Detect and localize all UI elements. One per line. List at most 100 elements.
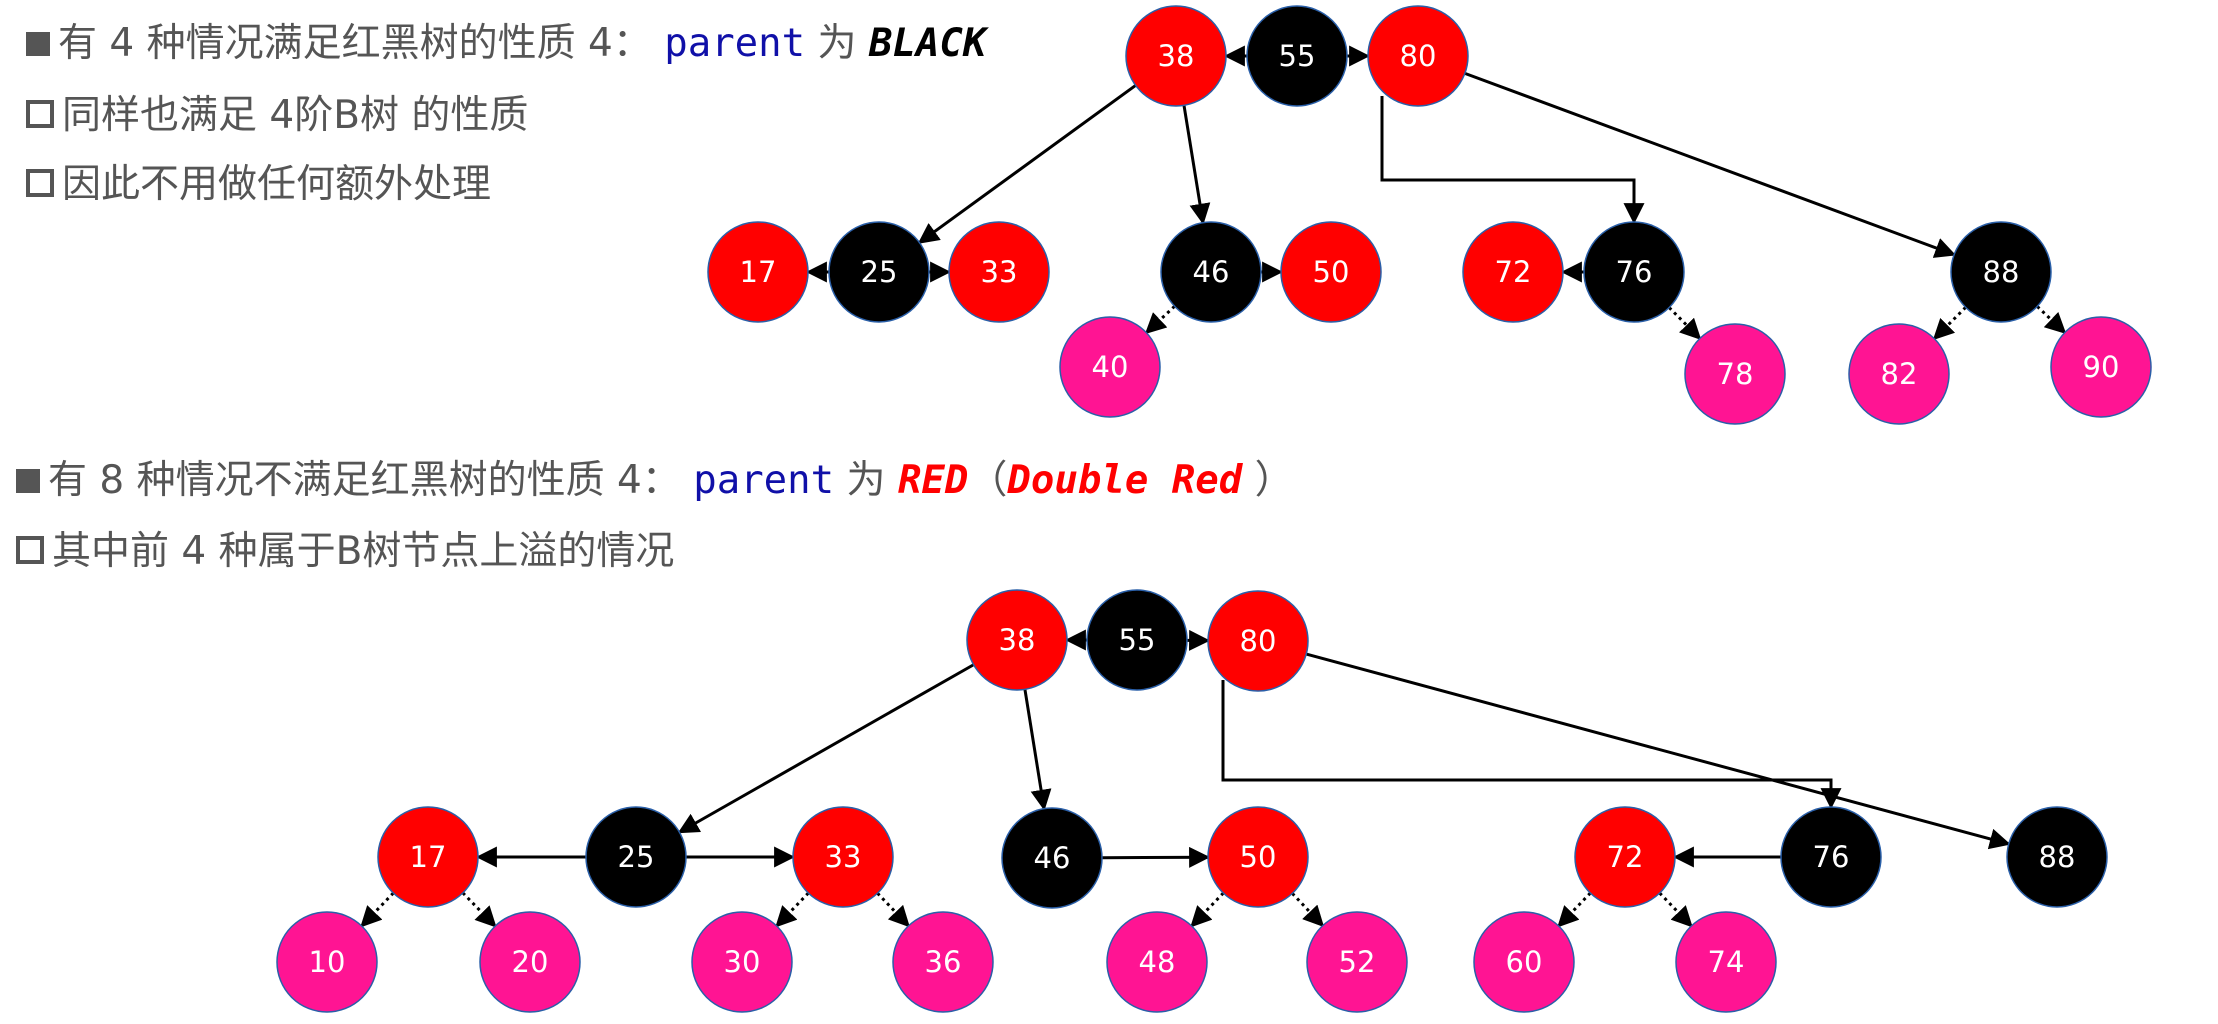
edge-t2-17-to-t2-20 bbox=[461, 891, 497, 928]
node-label-t2-17: 17 bbox=[410, 840, 447, 874]
node-circle-t1-80 bbox=[1367, 5, 1469, 107]
edge-t2-72-to-t2-60 bbox=[1557, 891, 1592, 928]
node-label-t2-88: 88 bbox=[2039, 840, 2076, 874]
edge-t1-38-to-t1-25 bbox=[917, 84, 1137, 244]
node-circle-t2-72 bbox=[1574, 806, 1676, 908]
node-label-t2-20: 20 bbox=[512, 945, 549, 979]
node-t1-80: 80 bbox=[1367, 5, 1469, 107]
filled-square-bullet-icon bbox=[26, 32, 50, 56]
section2-line1-middle: 为 bbox=[846, 458, 886, 503]
node-t2-30: 30 bbox=[691, 911, 793, 1013]
node-t2-10: 10 bbox=[276, 911, 378, 1013]
node-circle-t1-55 bbox=[1246, 5, 1348, 107]
edge-t2-46-to-t2-50 bbox=[1101, 846, 1211, 868]
node-circle-t1-25 bbox=[828, 221, 930, 323]
node-label-t2-38: 38 bbox=[999, 623, 1036, 657]
edge-t2-38-to-t2-25 bbox=[677, 663, 975, 834]
node-circle-t2-38 bbox=[966, 589, 1068, 691]
filled-square-bullet-icon bbox=[16, 469, 40, 493]
node-t1-55: 55 bbox=[1246, 5, 1348, 107]
node-t2-55: 55 bbox=[1086, 589, 1188, 691]
node-t2-36: 36 bbox=[892, 911, 994, 1013]
section2-line1-prefix: 有 8 种情况不满足红黑树的性质 4： bbox=[48, 458, 681, 503]
node-label-t2-55: 55 bbox=[1119, 623, 1156, 657]
edge-t2-80-to-t2-88 bbox=[1305, 652, 2011, 850]
node-circle-t1-40 bbox=[1059, 316, 1161, 418]
node-label-t2-36: 36 bbox=[925, 945, 962, 979]
node-label-t1-78: 78 bbox=[1717, 357, 1754, 391]
node-circle-t2-48 bbox=[1106, 911, 1208, 1013]
node-circle-t2-50 bbox=[1207, 806, 1309, 908]
section2-line2-text: 其中前 4 种属于B树节点上溢的情况 bbox=[52, 529, 675, 574]
hollow-square-bullet-icon bbox=[16, 536, 44, 564]
edge-t2-72-to-t2-74 bbox=[1658, 891, 1693, 928]
node-t2-52: 52 bbox=[1306, 911, 1408, 1013]
node-label-t2-80: 80 bbox=[1240, 624, 1277, 658]
node-label-t1-38: 38 bbox=[1158, 39, 1195, 73]
section1-line3-text: 因此不用做任何额外处理 bbox=[62, 162, 492, 207]
node-label-t1-50: 50 bbox=[1313, 255, 1350, 289]
node-label-t1-33: 33 bbox=[981, 255, 1018, 289]
node-label-t1-76: 76 bbox=[1616, 255, 1653, 289]
node-circle-t1-17 bbox=[707, 221, 809, 323]
node-t2-88: 88 bbox=[2006, 806, 2108, 908]
node-circle-t2-52 bbox=[1306, 911, 1408, 1013]
edge-t2-38-to-t2-46 bbox=[1023, 689, 1052, 811]
node-t2-17: 17 bbox=[377, 806, 479, 908]
edge-t2-33-to-t2-30 bbox=[775, 891, 810, 928]
section1-keyword-black: BLACK bbox=[868, 21, 987, 66]
node-circle-t1-88 bbox=[1950, 221, 2052, 323]
node-t2-20: 20 bbox=[479, 911, 581, 1013]
edge-t1-80-to-t1-88 bbox=[1464, 71, 1957, 258]
edge-t2-50-to-t2-48 bbox=[1190, 891, 1225, 928]
node-t2-46: 46 bbox=[1001, 807, 1103, 909]
node-circle-t2-76 bbox=[1780, 806, 1882, 908]
node-label-t2-30: 30 bbox=[724, 945, 761, 979]
edge-t1-38-to-t1-46 bbox=[1182, 105, 1211, 225]
node-t2-80: 80 bbox=[1207, 590, 1309, 692]
node-circle-t2-30 bbox=[691, 911, 793, 1013]
node-circle-t1-72 bbox=[1462, 221, 1564, 323]
node-circle-t2-60 bbox=[1473, 911, 1575, 1013]
node-label-t2-76: 76 bbox=[1813, 840, 1850, 874]
node-t2-48: 48 bbox=[1106, 911, 1208, 1013]
node-t2-25: 25 bbox=[585, 806, 687, 908]
section1-line1-prefix: 有 4 种情况满足红黑树的性质 4： bbox=[58, 21, 652, 66]
node-t1-82: 82 bbox=[1848, 323, 1950, 425]
node-label-t2-25: 25 bbox=[618, 840, 655, 874]
node-circle-t1-82 bbox=[1848, 323, 1950, 425]
node-label-t2-48: 48 bbox=[1139, 945, 1176, 979]
node-t1-50: 50 bbox=[1280, 221, 1382, 323]
section1-code-parent: parent bbox=[664, 21, 806, 66]
node-circle-t2-36 bbox=[892, 911, 994, 1013]
node-label-t1-17: 17 bbox=[740, 255, 777, 289]
node-circle-t2-88 bbox=[2006, 806, 2108, 908]
edge-t1-76-to-t1-78 bbox=[1668, 306, 1702, 340]
section2-open-paren: （ bbox=[968, 458, 1008, 503]
node-circle-t2-25 bbox=[585, 806, 687, 908]
node-label-t2-46: 46 bbox=[1034, 841, 1071, 875]
node-label-t1-88: 88 bbox=[1983, 255, 2020, 289]
node-t2-50: 50 bbox=[1207, 806, 1309, 908]
node-t1-72: 72 bbox=[1462, 221, 1564, 323]
node-circle-t1-33 bbox=[948, 221, 1050, 323]
edge-t1-80-to-t1-76 bbox=[1380, 96, 1645, 225]
node-t1-46: 46 bbox=[1160, 221, 1262, 323]
node-circle-t1-76 bbox=[1583, 221, 1685, 323]
node-circle-t2-20 bbox=[479, 911, 581, 1013]
node-label-t1-72: 72 bbox=[1495, 255, 1532, 289]
section2-line2: 其中前 4 种属于B树节点上溢的情况 bbox=[16, 520, 674, 576]
node-t1-88: 88 bbox=[1950, 221, 2052, 323]
node-circle-t2-80 bbox=[1207, 590, 1309, 692]
section1-line3: 因此不用做任何额外处理 bbox=[26, 153, 491, 209]
node-t1-78: 78 bbox=[1684, 323, 1786, 425]
node-t2-33: 33 bbox=[792, 806, 894, 908]
edge-t1-46-to-t1-40 bbox=[1144, 305, 1176, 335]
node-t2-38: 38 bbox=[966, 589, 1068, 691]
edge-t1-88-to-t1-82 bbox=[1932, 306, 1967, 341]
node-t1-38: 38 bbox=[1125, 5, 1227, 107]
node-label-t1-82: 82 bbox=[1881, 357, 1918, 391]
node-circle-t2-55 bbox=[1086, 589, 1188, 691]
node-label-t2-50: 50 bbox=[1240, 840, 1277, 874]
